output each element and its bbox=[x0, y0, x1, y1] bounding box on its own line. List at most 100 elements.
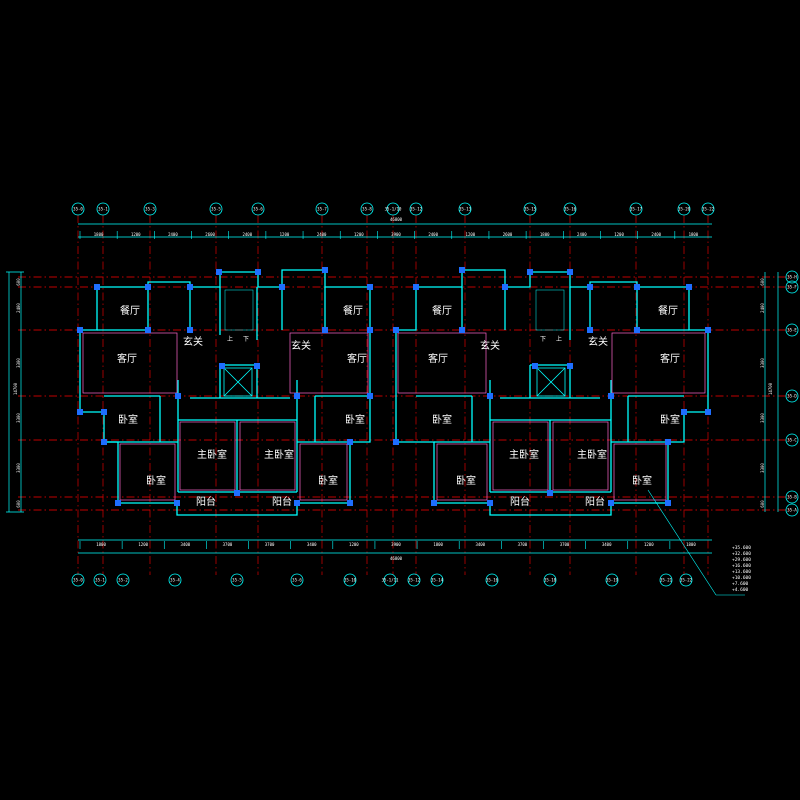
top-axis-circle bbox=[96, 202, 110, 216]
column-block bbox=[367, 284, 373, 290]
room-living: 客厅 bbox=[428, 352, 448, 365]
left-side-dimension: 3300 bbox=[16, 413, 21, 423]
top-dimension: 2400 bbox=[242, 232, 252, 237]
top-axis-label: 35-3 bbox=[145, 207, 155, 212]
bottom-axis-circle bbox=[71, 573, 85, 587]
bottom-dimension: 1800 bbox=[433, 542, 443, 547]
bottom-axis-circle bbox=[679, 573, 693, 587]
column-block bbox=[101, 439, 107, 445]
bottom-axis-circle bbox=[230, 573, 244, 587]
column-block bbox=[587, 284, 593, 290]
left-side-dimension: 600 bbox=[16, 500, 21, 508]
top-axis-circle bbox=[677, 202, 691, 216]
stair-down-label: 下 bbox=[540, 336, 546, 343]
bottom-dimension: 3400 bbox=[181, 542, 191, 547]
bottom-axis-circle bbox=[485, 573, 499, 587]
right-side-dimension: 3300 bbox=[760, 413, 765, 423]
column-block bbox=[567, 269, 573, 275]
top-axis-label: 35-17 bbox=[630, 207, 643, 212]
room-foyer: 玄关 bbox=[183, 335, 203, 348]
column-block bbox=[115, 500, 121, 506]
bottom-axis-circle bbox=[659, 573, 673, 587]
bottom-dimension: 3700 bbox=[223, 542, 233, 547]
top-axis-circle bbox=[523, 202, 537, 216]
top-axis-label: 35-6 bbox=[253, 207, 263, 212]
room-living: 客厅 bbox=[117, 352, 137, 365]
bottom-axis-label: 35-22 bbox=[680, 578, 693, 583]
column-block bbox=[254, 363, 260, 369]
top-axis-circle bbox=[251, 202, 265, 216]
bottom-axis-label: 35-6 bbox=[292, 578, 302, 583]
top-axis-label: 35-8 bbox=[362, 207, 372, 212]
room-bedroom: 卧室 bbox=[118, 413, 138, 426]
top-axis-circle bbox=[386, 202, 400, 216]
top-axis-label: 35-1/10 bbox=[385, 207, 402, 212]
column-block bbox=[567, 363, 573, 369]
right-side-dimension: 600 bbox=[760, 278, 765, 286]
elevation-value: +7.600 bbox=[732, 581, 749, 587]
right-axis-bubbles: 35-H35-F35-E35-D35-C35-B35-A bbox=[785, 270, 799, 517]
top-axis-label: 35-16 bbox=[564, 207, 577, 212]
room-foyer: 玄关 bbox=[480, 339, 500, 352]
top-axis-circle bbox=[71, 202, 85, 216]
bottom-axis-label: 35-0 bbox=[73, 578, 83, 583]
bottom-dimension: 1200 bbox=[349, 542, 359, 547]
room-bedroom: 卧室 bbox=[432, 413, 452, 426]
top-axis-circle bbox=[458, 202, 472, 216]
column-block bbox=[367, 327, 373, 333]
top-axis-circle bbox=[315, 202, 329, 216]
room-master-bedroom: 主卧室 bbox=[509, 448, 539, 461]
column-block bbox=[665, 439, 671, 445]
bottom-axis-label: 35-5 bbox=[232, 578, 242, 583]
top-dimension: 2400 bbox=[651, 232, 661, 237]
partition-lines bbox=[82, 332, 706, 501]
column-block bbox=[487, 500, 493, 506]
elevation-leader bbox=[647, 489, 745, 596]
top-axis-label: 35-5 bbox=[211, 207, 221, 212]
bottom-dimension: 1200 bbox=[644, 542, 654, 547]
left-side-dimension: 2400 bbox=[16, 303, 21, 313]
top-axis-circle bbox=[563, 202, 577, 216]
top-axis-label: 35-1 bbox=[98, 207, 108, 212]
bottom-total-dimension: 46800 bbox=[390, 556, 403, 561]
right-axis-label: 35-H bbox=[787, 275, 797, 280]
column-block bbox=[77, 409, 83, 415]
elevator-shafts bbox=[223, 367, 566, 397]
bottom-axis-circle bbox=[93, 573, 107, 587]
column-block bbox=[459, 267, 465, 273]
right-side-dimension: 3300 bbox=[760, 358, 765, 368]
stair-down-label: 下 bbox=[243, 336, 249, 343]
column-block bbox=[219, 363, 225, 369]
column-block bbox=[94, 284, 100, 290]
elevation-value: +4.600 bbox=[732, 587, 749, 593]
room-labels: 餐厅 餐厅 餐厅 餐厅 客厅 客厅 客厅 客厅 卧室 卧室 卧室 卧室 卧室 卧… bbox=[117, 304, 680, 508]
room-dining: 餐厅 bbox=[432, 304, 452, 317]
top-axis-circle bbox=[143, 202, 157, 216]
top-dimension: 1800 bbox=[94, 232, 104, 237]
column-block bbox=[502, 284, 508, 290]
column-block bbox=[187, 327, 193, 333]
bottom-axis-circle bbox=[343, 573, 357, 587]
column-block bbox=[487, 393, 493, 399]
top-axis-label: 35-7 bbox=[317, 207, 327, 212]
column-block bbox=[431, 500, 437, 506]
column-block bbox=[234, 490, 240, 496]
bottom-axis-circle bbox=[290, 573, 304, 587]
bottom-dimension: 1800 bbox=[96, 542, 106, 547]
bottom-axis-label: 35-16 bbox=[486, 578, 499, 583]
right-axis-label: 35-C bbox=[787, 438, 797, 443]
bottom-dimension: 3900 bbox=[391, 542, 401, 547]
top-dimension: 1200 bbox=[354, 232, 364, 237]
column-block bbox=[187, 284, 193, 290]
left-side-dimension: 3300 bbox=[16, 358, 21, 368]
right-axis-circle bbox=[785, 389, 799, 403]
room-living: 客厅 bbox=[660, 352, 680, 365]
bottom-dimension: 3400 bbox=[475, 542, 485, 547]
column-block bbox=[279, 284, 285, 290]
room-balcony: 阳台 bbox=[510, 495, 530, 508]
column-block bbox=[216, 269, 222, 275]
